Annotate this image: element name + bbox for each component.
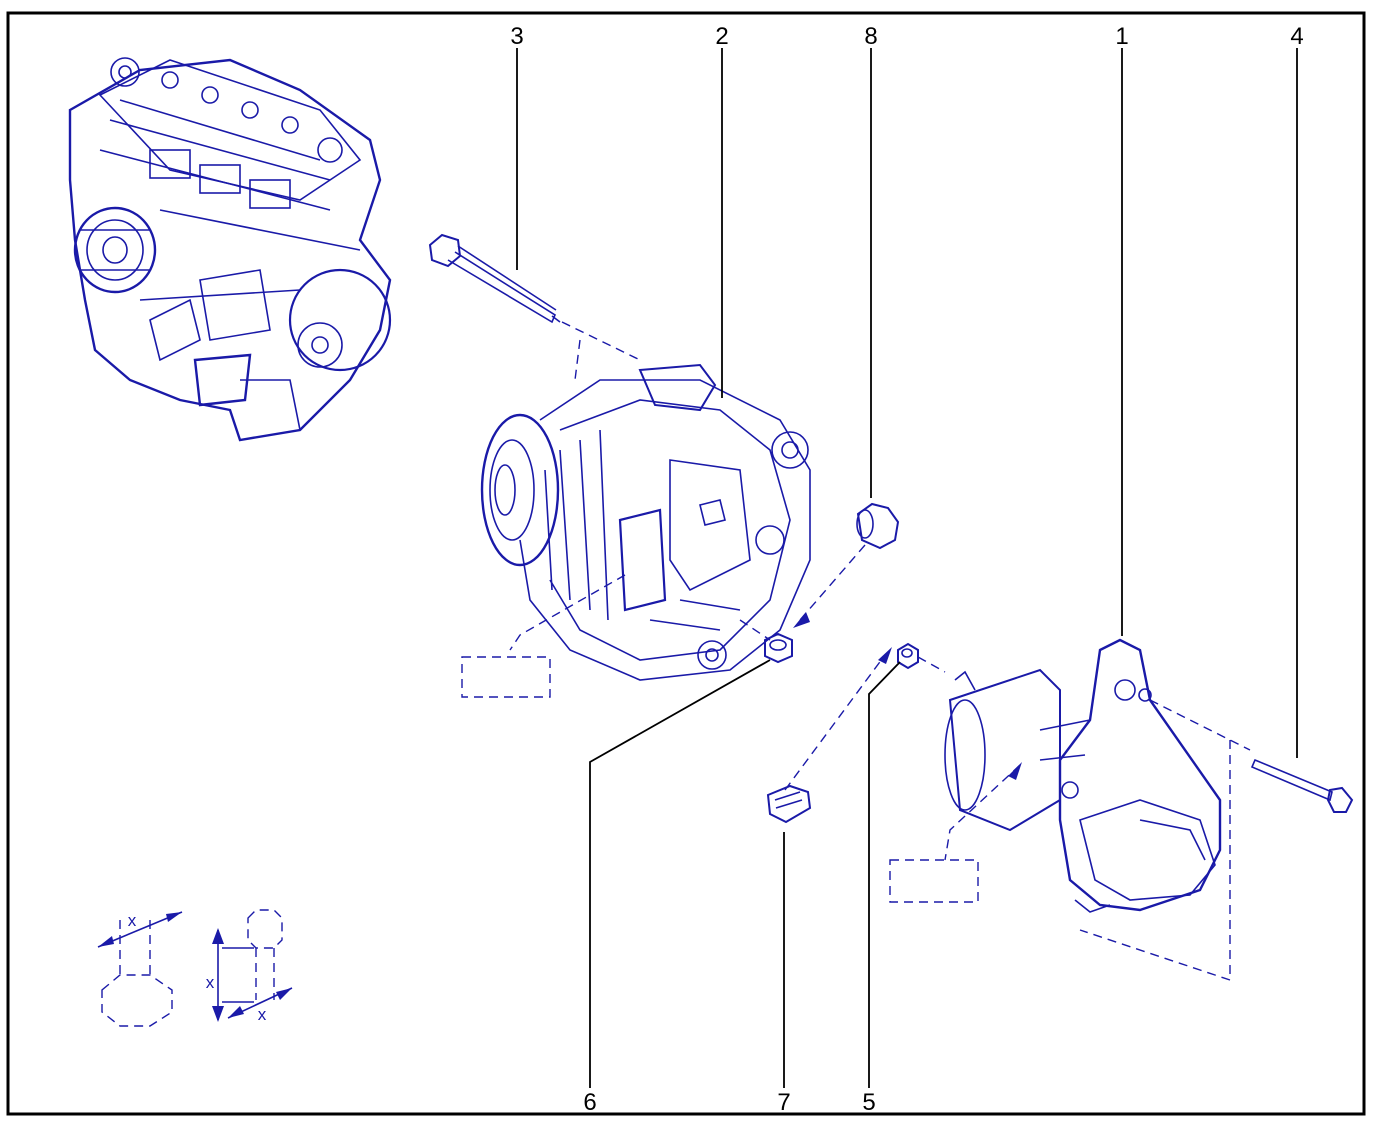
alternator-nut-icon [764, 632, 793, 664]
starter-bolt-dash [1149, 699, 1251, 751]
alternator-icon [480, 363, 811, 681]
starter-bolt-icon [1250, 758, 1354, 813]
bolt3-dash [561, 321, 641, 361]
connector-icon [766, 784, 812, 824]
bolt-dimension-x-bottom: x [258, 1005, 267, 1024]
leader-6 [589, 659, 771, 1088]
bolt-dim-arrowhead-bottom [212, 1006, 224, 1022]
starter-bolt-dash-b [1079, 740, 1231, 981]
alternator-arrow-dash [509, 574, 626, 651]
engine-icon [68, 57, 392, 442]
bolt-dim-arrowhead-top [212, 928, 224, 944]
bolt-dimension-icon: x x [206, 909, 293, 1024]
callout-5: 5 [862, 1089, 875, 1116]
callout-2: 2 [715, 23, 728, 50]
diagram-frame [6, 11, 1366, 1116]
nut-dimension-icon: x [97, 911, 183, 1027]
bolt-dim-arrowhead-b [276, 988, 292, 1000]
cap-dash [799, 544, 866, 621]
alternator-box [461, 656, 551, 698]
connector-arrow-head [878, 647, 892, 664]
callout-3: 3 [510, 23, 523, 50]
alternator-bolt-icon [428, 233, 561, 324]
starter-motor-icon [944, 638, 1222, 913]
alternator-nut-dash [739, 619, 771, 641]
starter-arrow-head [1008, 762, 1022, 780]
starter-nut-icon [897, 642, 919, 670]
callout-1: 1 [1115, 23, 1128, 50]
nut-dim-outline [101, 974, 173, 1027]
cap-arrow-head [793, 612, 810, 628]
cap-icon [856, 502, 900, 550]
bolt3-dash-b [574, 339, 581, 381]
callout-7: 7 [777, 1089, 790, 1116]
nut-dim-arrowhead-b [166, 912, 182, 922]
bolt-dim-head [247, 909, 283, 949]
nut-dim-arrowhead-a [98, 936, 114, 947]
starter-nut-dash [917, 656, 946, 673]
bolt-dim-arrowhead-a [228, 1006, 244, 1018]
callout-8: 8 [864, 23, 877, 50]
connector-dash [784, 654, 886, 791]
callout-4: 4 [1290, 23, 1303, 50]
callout-6: 6 [583, 1089, 596, 1116]
bolt-dimension-x-side: x [206, 973, 215, 992]
nut-dimension-x: x [128, 911, 137, 930]
starter-box [889, 859, 979, 903]
leader-5 [868, 661, 901, 1088]
starter-arrow-dash [944, 764, 1021, 861]
